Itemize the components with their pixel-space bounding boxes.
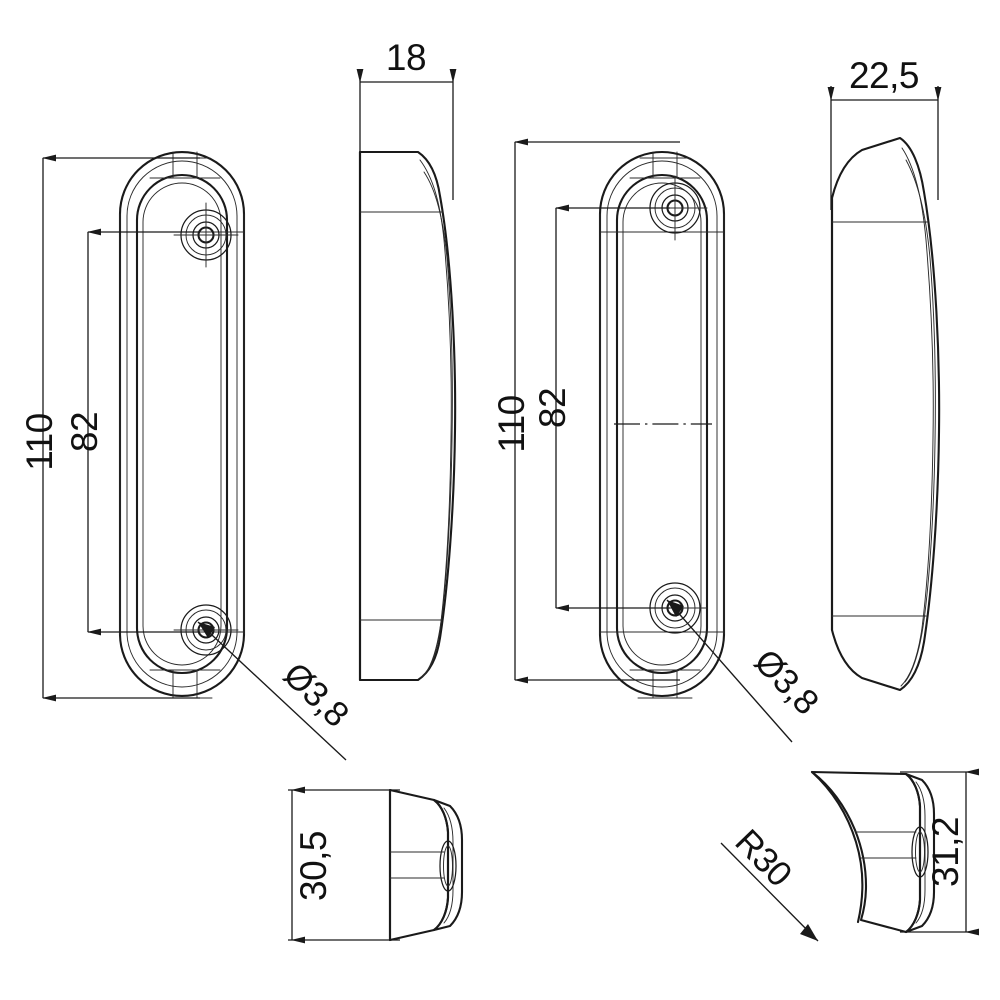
bottom-right-body [810,770,922,934]
callout-diameter-right-label: Ø3,8 [747,642,826,722]
right-plate-inner-pad-offset [622,182,702,666]
dimension-18: 18 [356,37,457,200]
bottom-left-end-view: 30,5 [288,786,464,944]
left-side-inner-curve-2 [422,171,453,677]
right-side-outer-profile [830,136,941,692]
left-plate-inner-pad [135,173,229,675]
right-front-view: 110 82 Ø3,8 [491,138,826,743]
bottom-left-slot-inner [443,845,453,887]
bottom-left-nose-inner [443,807,454,924]
left-front-view: 110 82 Ø3,8 [19,150,356,761]
dimension-18-label: 18 [386,37,426,78]
bottom-right-end-view: R30 31,2 [720,768,979,942]
right-side-inner-curve-2 [904,159,936,683]
dimension-31-2: 31,2 [900,768,979,936]
dimension-82-right-label: 82 [532,388,573,428]
bottom-left-nose-cap [432,798,464,932]
left-plate-screw-hole-upper [173,202,239,268]
dimension-31-2-label: 31,2 [925,817,966,887]
callout-radius-r30-label: R30 [727,822,799,894]
dimension-30-5-label: 30,5 [293,831,334,901]
left-side-outer-profile [358,150,457,682]
dimension-82-right: 82 [532,204,670,612]
left-plate-inner-pad-offset [142,182,222,666]
bottom-left-slot-outer [439,840,457,892]
dimension-110-left-label: 110 [19,413,60,471]
bottom-right-slot-outer [911,826,929,878]
dimension-30-5: 30,5 [288,786,400,944]
callout-radius-r30: R30 [720,822,819,942]
right-side-inner-curve [900,147,934,687]
right-side-view: 22,5 [827,55,942,692]
left-side-view: 18 [356,37,457,682]
dimension-110-left: 110 [19,154,200,702]
callout-diameter-left-label: Ø3,8 [276,655,356,734]
dimension-110-right: 110 [491,138,680,684]
dimension-110-right-label: 110 [491,395,532,453]
bottom-right-concave-arc [810,770,864,924]
bottom-right-nose-inner [915,781,926,924]
bottom-left-body [388,788,450,942]
right-plate-inner-pad [615,173,709,675]
callout-diameter-right: Ø3,8 [666,599,826,743]
dimension-22-5-label: 22,5 [849,55,919,96]
left-plate-screw-hole-lower [173,604,239,656]
bottom-right-nose-cap [904,772,936,934]
bottom-right-slot-inner [915,831,925,873]
dimension-82-left: 82 [64,228,200,636]
dimension-82-left-label: 82 [64,412,105,452]
dimension-22-5: 22,5 [827,55,942,210]
